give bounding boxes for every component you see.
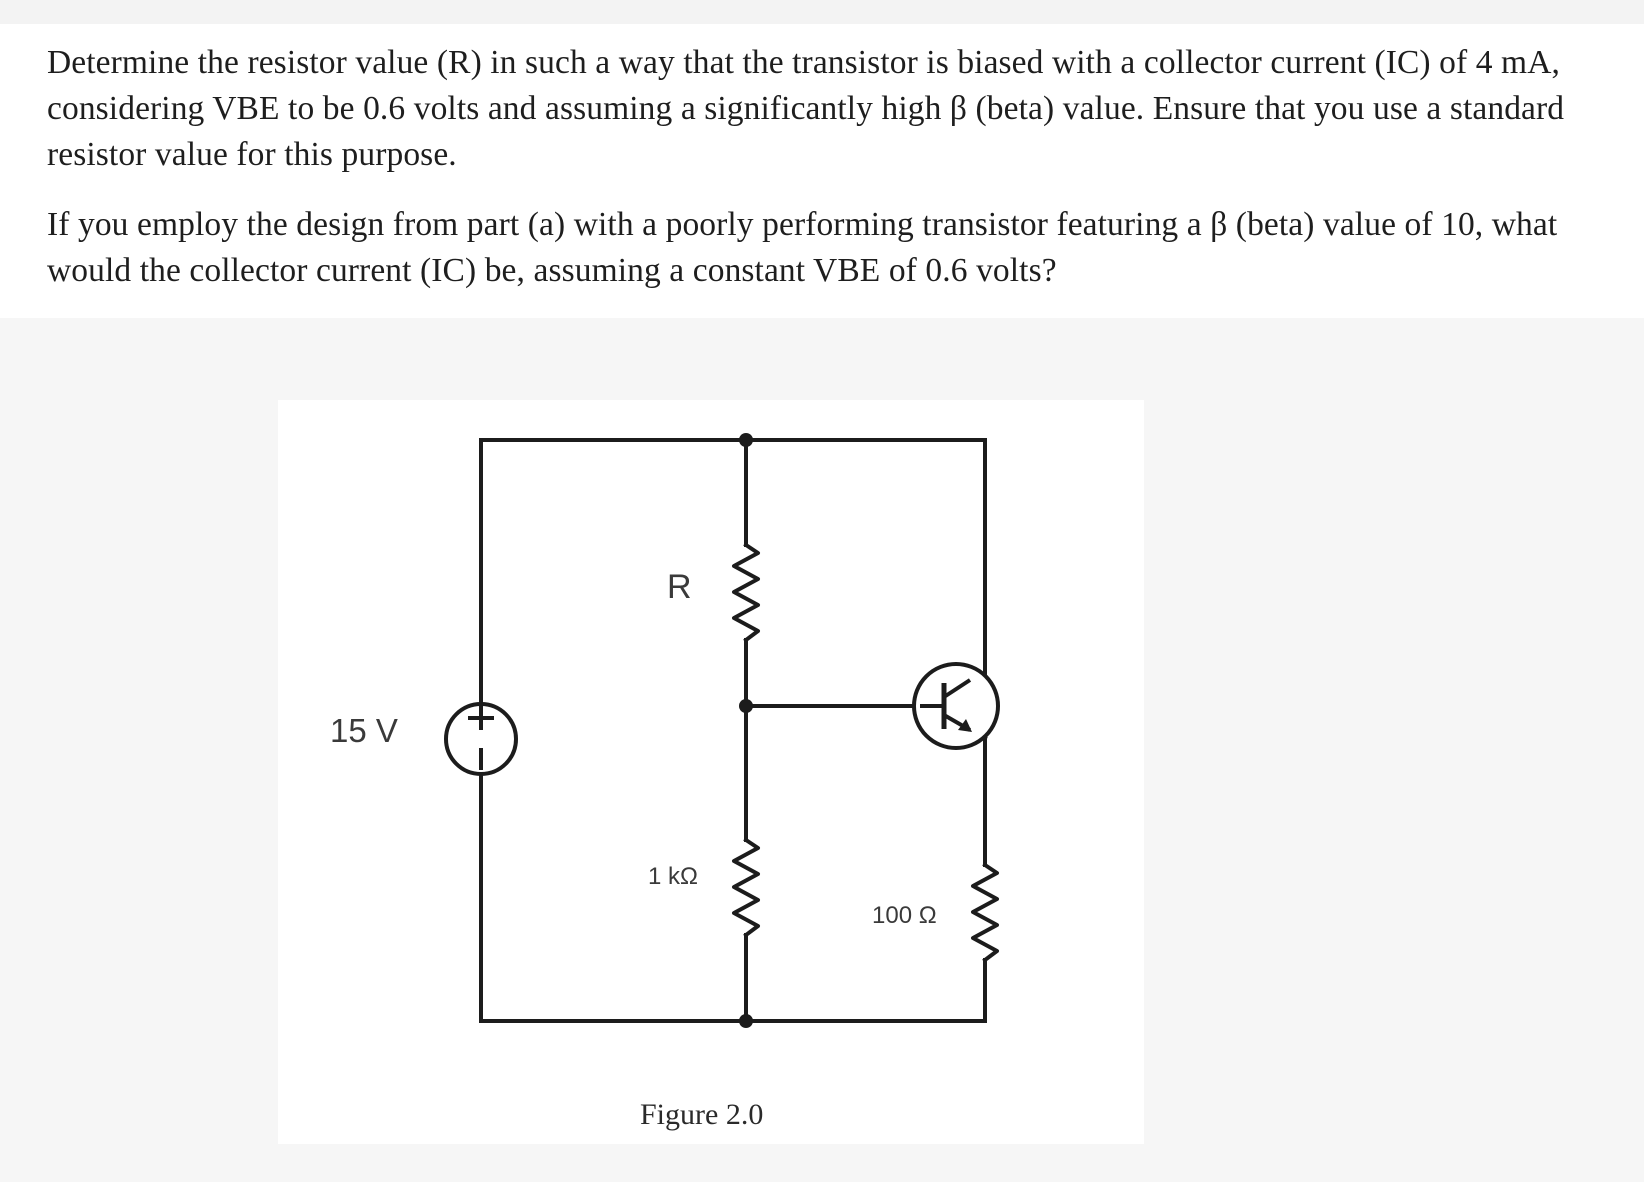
top-band	[0, 0, 1644, 24]
question-text: Determine the resistor value (R) in such…	[47, 40, 1607, 294]
npn-transistor	[912, 662, 1000, 750]
question-part-b: If you employ the design from part (a) w…	[47, 206, 1558, 289]
node-top	[739, 433, 753, 447]
voltage-source	[444, 702, 518, 776]
resistor-100-label: 100 Ω	[872, 902, 937, 929]
resistor-r-label: R	[667, 568, 692, 606]
node-base	[739, 699, 753, 713]
node-bottom	[739, 1014, 753, 1028]
question-part-a: Determine the resistor value (R) in such…	[47, 44, 1565, 173]
resistor-1k-symbol	[732, 837, 760, 938]
resistor-100-symbol	[971, 862, 999, 963]
source-voltage-label: 15 V	[330, 712, 398, 749]
figure-caption: Figure 2.0	[640, 1098, 764, 1131]
resistor-1k-label: 1 kΩ	[648, 863, 698, 890]
resistor-r-symbol	[732, 542, 760, 643]
